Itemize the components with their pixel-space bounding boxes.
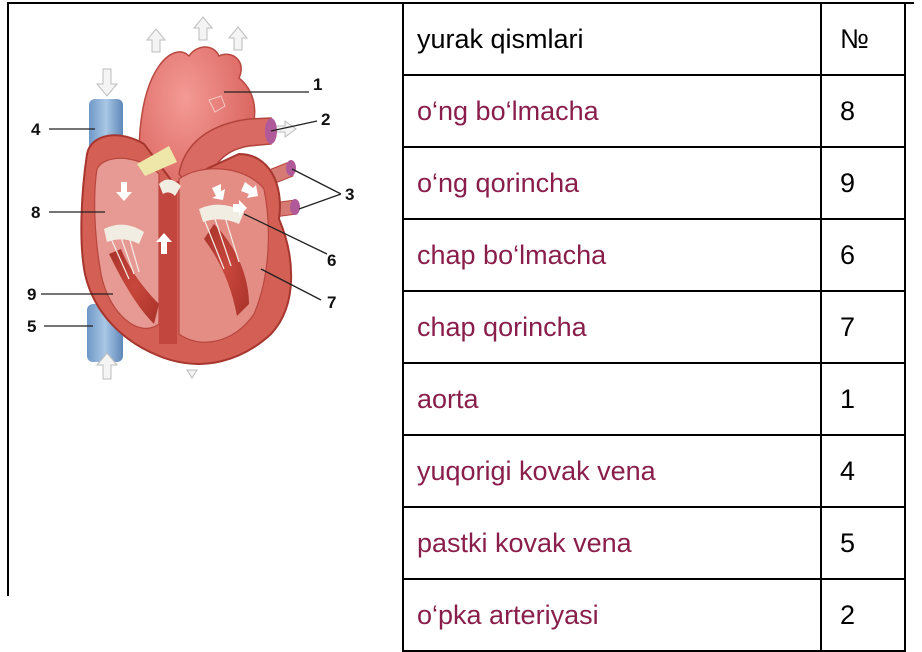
table-row: yuqorigi kovak vena 4 bbox=[403, 435, 905, 507]
label-4: 4 bbox=[31, 120, 41, 139]
part-number: 4 bbox=[821, 435, 905, 507]
part-name: chap bo‘lmacha bbox=[403, 219, 821, 291]
part-number: 1 bbox=[821, 363, 905, 435]
part-name: chap qorincha bbox=[403, 291, 821, 363]
part-name: o‘pka arteriyasi bbox=[403, 579, 821, 651]
table-row: o‘pka arteriyasi 2 bbox=[403, 579, 905, 651]
part-name: pastki kovak vena bbox=[403, 507, 821, 579]
part-number: 6 bbox=[821, 219, 905, 291]
label-8: 8 bbox=[31, 203, 40, 222]
table-row: chap qorincha 7 bbox=[403, 291, 905, 363]
table-header-row: yurak qismlari № bbox=[403, 3, 905, 75]
heart-parts-table: yurak qismlari № o‘ng bo‘lmacha 8 o‘ng q… bbox=[402, 2, 906, 652]
label-1: 1 bbox=[313, 75, 322, 94]
label-5: 5 bbox=[27, 317, 36, 336]
part-number: 5 bbox=[821, 507, 905, 579]
header-name: yurak qismlari bbox=[403, 3, 821, 75]
heart-diagram: 1 2 3 4 5 6 7 8 9 bbox=[9, 4, 401, 384]
part-number: 2 bbox=[821, 579, 905, 651]
table-row: o‘ng qorincha 9 bbox=[403, 147, 905, 219]
label-3: 3 bbox=[345, 185, 354, 204]
part-name: aorta bbox=[403, 363, 821, 435]
part-name: yuqorigi kovak vena bbox=[403, 435, 821, 507]
table-row: o‘ng bo‘lmacha 8 bbox=[403, 75, 905, 147]
table-row: pastki kovak vena 5 bbox=[403, 507, 905, 579]
part-number: 8 bbox=[821, 75, 905, 147]
label-7: 7 bbox=[327, 293, 336, 312]
header-number: № bbox=[821, 3, 905, 75]
part-name: o‘ng qorincha bbox=[403, 147, 821, 219]
table-row: chap bo‘lmacha 6 bbox=[403, 219, 905, 291]
label-2: 2 bbox=[321, 110, 330, 129]
part-number: 7 bbox=[821, 291, 905, 363]
part-name: o‘ng bo‘lmacha bbox=[403, 75, 821, 147]
label-9: 9 bbox=[27, 285, 36, 304]
table-row: aorta 1 bbox=[403, 363, 905, 435]
label-6: 6 bbox=[327, 251, 336, 270]
part-number: 9 bbox=[821, 147, 905, 219]
